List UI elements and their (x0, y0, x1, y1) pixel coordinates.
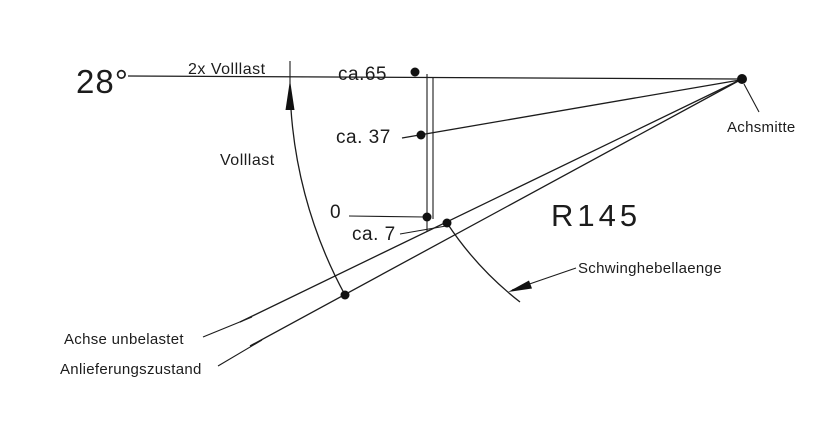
label-angle-28: 28° (76, 63, 129, 100)
label-achsmitte: Achsmitte (727, 119, 796, 136)
label-r145: R145 (551, 198, 641, 233)
label-ca65: ca.65 (338, 64, 387, 85)
label-schwinghebellaenge: Schwinghebellaenge (578, 260, 722, 277)
leader-ca7 (399, 225, 447, 235)
arc-r145-lever-path (446, 222, 521, 303)
dot-ca37-point (416, 130, 426, 140)
label-zero: 0 (330, 202, 341, 223)
label-achse-unbelastet: Achse unbelastet (64, 331, 184, 348)
arc-swing-travel (289, 85, 346, 296)
leader-achse-unbelastet (202, 316, 253, 338)
arrowhead-swing-arc (285, 80, 295, 110)
dot-ca7-point (442, 218, 452, 228)
label-volllast: Volllast (220, 152, 275, 169)
dot-unloaded-position (340, 290, 350, 300)
label-ca7: ca. 7 (352, 224, 396, 245)
label-ca37: ca. 37 (336, 127, 391, 148)
leader-zero (348, 215, 426, 218)
label-anlieferungszustand: Anlieferungszustand (60, 361, 202, 378)
dot-ca65-point (410, 67, 420, 77)
dot-zero-point (422, 212, 432, 222)
line-volllast-position (401, 79, 741, 139)
leader-achsmitte (743, 83, 760, 113)
dot-achsmitte (737, 74, 747, 84)
line-anlieferungszustand (249, 78, 743, 347)
label-2x-volllast: 2x Volllast (188, 61, 266, 78)
arrowhead-schwinghebellaenge (508, 280, 532, 292)
line-achse-unbelastet (239, 78, 743, 323)
leader-anlieferungszustand (217, 339, 263, 367)
